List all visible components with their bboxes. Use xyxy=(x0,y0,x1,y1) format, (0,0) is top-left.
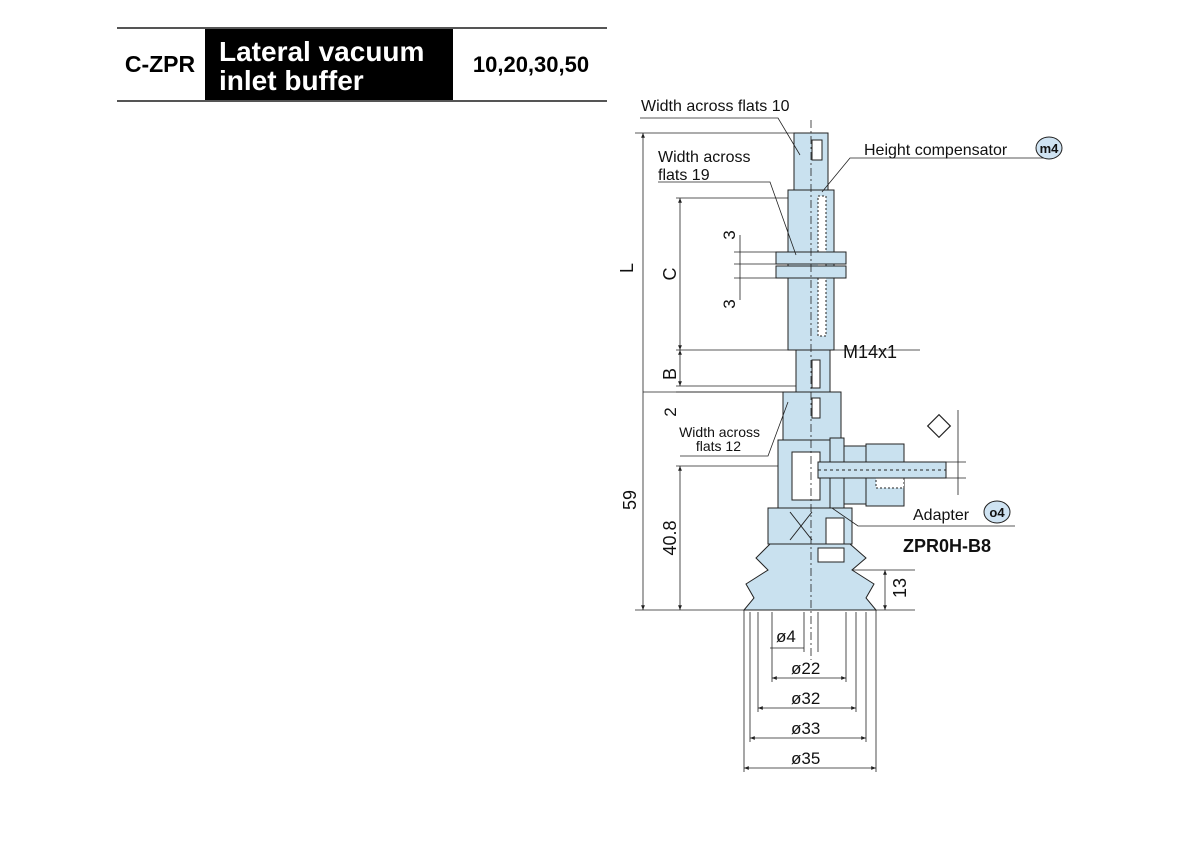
label-d35: ø35 xyxy=(791,749,820,768)
pad-sizes: 10,20,30,50 xyxy=(472,51,590,77)
label-width-flats-19-line1: Width across xyxy=(658,149,750,166)
label-width-flats-19-line2: flats 19 xyxy=(658,167,710,184)
title-block: C-ZPR Lateral vacuum inlet buffer 10,20,… xyxy=(117,27,607,102)
label-dim-40-8: 40.8 xyxy=(660,520,680,555)
title-top-rule xyxy=(117,27,607,29)
product-title-line1: Lateral vacuum xyxy=(219,36,425,67)
label-m14x1: M14x1 xyxy=(843,342,897,362)
leader-flats-19 xyxy=(658,181,797,256)
label-dim-L: L xyxy=(617,263,637,273)
label-dim-3-upper: 3 xyxy=(720,230,739,239)
leader-height-compensator xyxy=(821,157,1050,193)
label-adapter: Adapter xyxy=(913,507,970,524)
label-dim-59: 59 xyxy=(620,490,640,510)
product-title-line2: inlet buffer xyxy=(219,65,364,96)
label-height-compensator: Height compensator xyxy=(864,142,1008,159)
model-code: C-ZPR xyxy=(124,51,196,77)
pad-insert xyxy=(817,547,845,563)
bellows-pad xyxy=(742,543,878,611)
tube-od-diamond-icon xyxy=(926,413,952,439)
block-slot xyxy=(811,397,821,419)
label-dim-C: C xyxy=(660,268,680,281)
badge-m4: m4 xyxy=(1040,141,1060,156)
label-width-flats-10: Width across flats 10 xyxy=(641,98,790,115)
label-width-flats-12-line2: flats 12 xyxy=(696,438,741,454)
adapter-hatch-2 xyxy=(789,511,813,541)
label-d22: ø22 xyxy=(791,659,820,678)
shaft-slot xyxy=(811,359,821,389)
label-dim-2: 2 xyxy=(661,407,680,416)
product-title: Lateral vacuum inlet buffer xyxy=(205,29,453,100)
label-d32: ø32 xyxy=(791,689,820,708)
label-d4: ø4 xyxy=(776,627,796,646)
badge-o4: o4 xyxy=(989,505,1005,520)
label-dim-B: B xyxy=(660,368,680,380)
port-cavity xyxy=(791,451,821,501)
leader-flats-10 xyxy=(640,117,801,156)
label-part-number: ZPR0H-B8 xyxy=(903,536,991,556)
badge-m4-circle xyxy=(1035,136,1063,160)
leader-flats-12 xyxy=(680,401,789,457)
label-dim-3-lower: 3 xyxy=(720,299,739,308)
dimension-lines xyxy=(635,132,966,772)
leader-lines xyxy=(640,117,1050,527)
label-width-flats-12-line1: Width across xyxy=(679,424,760,440)
label-dim-13: 13 xyxy=(890,578,910,598)
top-slot xyxy=(811,139,823,161)
title-bottom-rule xyxy=(117,100,607,102)
label-d33: ø33 xyxy=(791,719,820,738)
badge-o4-circle xyxy=(983,500,1011,524)
leader-adapter xyxy=(831,507,1015,527)
